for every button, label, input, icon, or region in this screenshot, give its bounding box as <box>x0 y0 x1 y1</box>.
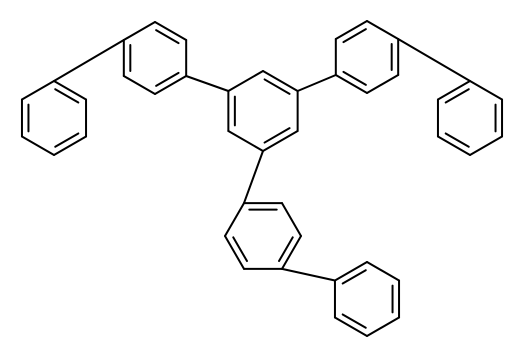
upper-left-benzene-ring <box>122 21 188 95</box>
inter-ring-single-bonds <box>53 38 471 282</box>
ring-bond <box>53 80 88 101</box>
ring-bond <box>469 135 504 156</box>
ring-bond <box>262 70 299 92</box>
upper-right-benzene-ring <box>334 20 400 94</box>
left-phenyl-ring <box>20 80 88 156</box>
lower-middle-benzene-ring <box>224 202 302 270</box>
double-bond-inner-line <box>444 88 470 104</box>
ring-bond <box>262 130 299 152</box>
single-bond <box>243 150 264 205</box>
ring-bond <box>20 80 55 101</box>
ring-bond <box>436 80 471 101</box>
ring-bond <box>366 261 401 282</box>
ring-bond <box>333 316 368 337</box>
ring-bond <box>366 316 401 337</box>
double-bond-inner-line <box>54 88 80 104</box>
ring-bond <box>227 70 264 92</box>
ring-bond <box>20 135 55 156</box>
double-bond-inner-line <box>278 236 294 263</box>
double-bond-inner-line <box>341 269 367 285</box>
single-bond <box>185 75 230 92</box>
ring-bond <box>224 202 245 237</box>
ring-bond <box>366 74 400 94</box>
central-benzene-ring <box>227 70 299 152</box>
single-bond <box>281 267 336 282</box>
ring-bond <box>281 235 302 270</box>
ring-bond <box>366 20 400 40</box>
ring-bond <box>333 261 368 282</box>
single-bond <box>296 74 337 92</box>
ring-bond <box>154 21 188 41</box>
right-phenyl-ring <box>436 80 504 156</box>
single-bond <box>53 39 125 82</box>
ring-bond <box>122 21 156 41</box>
ring-bond <box>122 75 156 95</box>
ring-bond <box>227 130 264 152</box>
double-bond-inner-line <box>263 78 291 95</box>
double-bond-inner-line <box>54 132 80 148</box>
ring-bond <box>224 235 245 270</box>
ring-bond <box>469 80 504 101</box>
double-bond-inner-line <box>342 70 367 86</box>
double-bond-inner-line <box>263 127 291 144</box>
double-bond-inner-line <box>444 132 470 148</box>
double-bond-inner-line <box>232 236 248 263</box>
double-bond-inner-line <box>155 29 180 45</box>
ring-bond <box>334 20 368 40</box>
double-bond-inner-line <box>341 313 367 329</box>
double-bond-inner-line <box>155 71 180 87</box>
double-bond-inner-line <box>342 28 367 44</box>
ring-bond <box>436 135 471 156</box>
single-bond <box>397 38 471 82</box>
ring-bond <box>154 75 188 95</box>
ring-bond <box>334 74 368 94</box>
ring-bond <box>53 135 88 156</box>
lower-right-phenyl-ring <box>333 261 401 337</box>
ring-bond <box>281 202 302 237</box>
